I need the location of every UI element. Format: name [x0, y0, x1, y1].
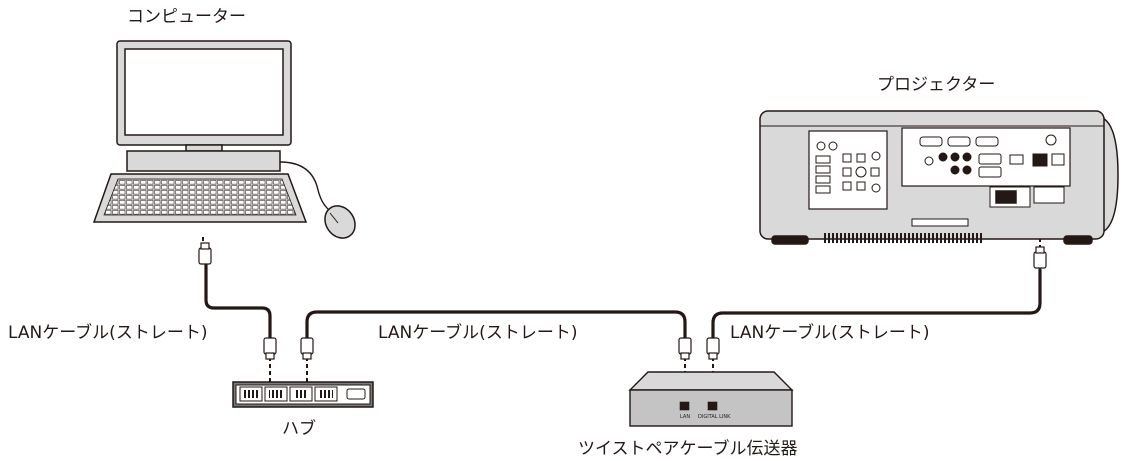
- mouse-cord: [279, 161, 333, 213]
- projector: [759, 110, 1119, 245]
- cable-hub-transmitter: [305, 310, 687, 340]
- cable-transmitter-projector: [711, 268, 1042, 340]
- projector-vent: [824, 233, 984, 243]
- port-label-lan: LAN: [680, 414, 690, 420]
- port-label-digital-link: DIGITAL LINK: [698, 414, 731, 420]
- twisted-pair-transmitter: [628, 371, 794, 427]
- plug-transmitter-lan: [678, 337, 692, 360]
- hub-ports: [239, 386, 338, 402]
- plug-hub-right: [300, 337, 314, 360]
- plug-computer: [198, 242, 212, 265]
- label-transmitter: ツイストペアケーブル伝送器: [578, 438, 797, 459]
- cable-plugs: [198, 242, 1047, 360]
- mouse: [324, 205, 356, 239]
- transmitter-top: [628, 371, 794, 391]
- cable-computer-hub: [204, 260, 272, 340]
- terminals: [919, 134, 1065, 178]
- label-cable-right: LANケーブル(ストレート): [730, 322, 929, 343]
- label-projector: プロジェクター: [877, 75, 995, 95]
- keyboard-keys: [103, 178, 297, 216]
- hub: [232, 381, 374, 408]
- plug-transmitter-digital-link: [706, 337, 720, 360]
- label-hub: ハブ: [282, 418, 316, 439]
- lan-cables: [204, 260, 1042, 340]
- hub-power-indicator: [346, 388, 366, 400]
- control-buttons: [815, 141, 881, 194]
- monitor-screen: [124, 48, 284, 136]
- computer: [92, 40, 356, 239]
- label-cable-left: LANケーブル(ストレート): [8, 322, 207, 343]
- label-computer: コンピューター: [127, 7, 246, 27]
- label-cable-middle: LANケーブル(ストレート): [378, 322, 577, 343]
- plug-hub-left: [263, 337, 277, 360]
- computer-base: [126, 150, 281, 172]
- plug-projector: [1033, 246, 1047, 269]
- monitor-stand: [185, 144, 223, 152]
